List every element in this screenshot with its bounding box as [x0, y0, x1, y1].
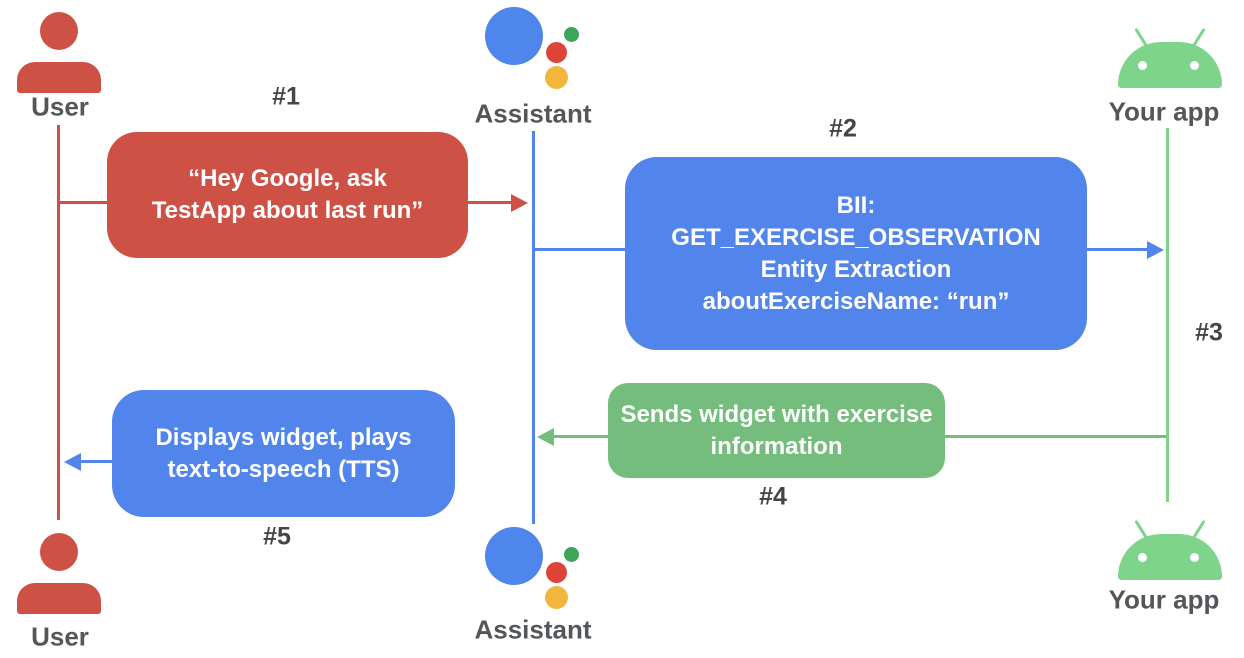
step-5-label: #5	[263, 522, 291, 551]
step-2-label: #2	[829, 114, 857, 143]
message-2-text-line: Entity Extraction	[760, 255, 952, 283]
message-4-arrowhead	[537, 428, 554, 446]
android-icon-eye-right	[1190, 553, 1199, 562]
app-lifeline	[1166, 128, 1169, 502]
message-1-arrowhead	[511, 194, 528, 212]
message-5-arrowhead	[64, 453, 81, 471]
assistant-bottom-label: Assistant	[474, 614, 592, 645]
android-icon-eye-right	[1190, 61, 1199, 70]
message-4-text-line: Sends widget with exercise	[620, 400, 933, 428]
message-5-box: Displays widget, plays text-to-speech (T…	[112, 390, 455, 517]
message-2-box: BII: GET_EXERCISE_OBSERVATION Entity Ext…	[625, 157, 1087, 350]
assistant-icon-blue-circle	[485, 7, 543, 65]
user-icon-head	[40, 533, 78, 571]
android-icon-eye-left	[1138, 61, 1147, 70]
assistant-icon-green-dot	[564, 547, 579, 562]
assistant-icon-blue-circle	[485, 527, 543, 585]
step-1-label: #1	[272, 82, 300, 111]
android-icon-head	[1118, 42, 1222, 88]
assistant-icon-yellow-dot	[545, 586, 568, 609]
app-top-label: Your app	[1108, 96, 1220, 127]
message-2-arrowhead	[1147, 241, 1164, 259]
android-icon-eye-left	[1138, 553, 1147, 562]
assistant-icon-red-dot	[546, 42, 567, 63]
assistant-icon-green-dot	[564, 27, 579, 42]
message-1-text-line: “Hey Google, ask	[188, 165, 387, 192]
assistant-top-label: Assistant	[474, 98, 592, 129]
message-2-text-line: aboutExerciseName: “run”	[702, 287, 1010, 315]
message-4-box: Sends widget with exercise information	[608, 383, 945, 478]
message-1-text-line: TestApp about last run”	[151, 197, 424, 224]
user-lifeline	[57, 125, 60, 520]
assistant-icon-red-dot	[546, 562, 567, 583]
app-bottom-label: Your app	[1108, 584, 1220, 615]
message-5-text-line: text-to-speech (TTS)	[167, 455, 400, 483]
step-4-label: #4	[759, 482, 787, 511]
user-icon-head	[40, 12, 78, 50]
user-bottom-label: User	[31, 621, 89, 652]
user-icon-body	[17, 62, 101, 93]
assistant-icon-yellow-dot	[545, 66, 568, 89]
user-icon-body	[17, 583, 101, 614]
message-2-text-line: GET_EXERCISE_OBSERVATION	[671, 223, 1041, 251]
user-top-label: User	[31, 91, 89, 122]
message-4-text-line: information	[710, 432, 843, 460]
message-1-box: “Hey Google, ask TestApp about last run”	[107, 132, 468, 258]
message-5-text-line: Displays widget, plays	[155, 423, 412, 451]
step-3-label: #3	[1195, 318, 1223, 347]
assistant-lifeline	[532, 131, 535, 524]
message-2-text-line: BII:	[836, 191, 876, 219]
android-icon-head	[1118, 534, 1222, 580]
